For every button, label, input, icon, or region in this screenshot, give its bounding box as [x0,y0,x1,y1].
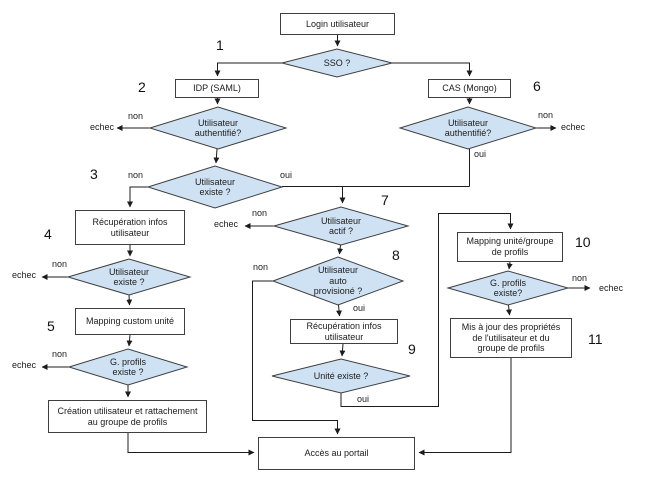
edge-auth-left-existe [213,148,220,164]
edge-label-non-gprofils10: non [572,273,588,283]
step-number-6: 6 [533,78,541,94]
edge-existe4-mapping [126,294,133,306]
edge-sso-idp [214,62,282,77]
edge-label-oui-unite: oui [357,394,370,404]
step-number-10: 10 [575,234,591,250]
step-number-7: 7 [381,192,389,208]
step-number-5: 5 [47,318,55,334]
decision-existe4-shape [66,258,192,296]
edge-label-non-gprofils5: non [52,349,68,359]
edge-existe3-non [127,186,148,208]
edge-label-echec-actif: echec [214,219,239,229]
decision-auth-right-shape [398,106,538,150]
node-recuperation-infos-left: Récupération infos utilisateur [75,210,185,245]
edge-unite-oui-mapping [340,213,514,407]
edge-label-echec-gprofils5: echec [12,360,37,370]
decision-gprofils10-shape [446,270,570,306]
edge-label-non-actif: non [252,208,268,218]
edge-mapping-gprofils5 [126,334,133,347]
step-number-8: 8 [392,247,400,263]
edge-recupmid-unite [339,343,346,357]
edge-label-oui-existe3: oui [280,170,293,180]
node-mapping-custom-unite: Mapping custom unité [75,308,185,335]
edge-label-non-auth-left: non [128,111,144,121]
step-number-1: 1 [216,37,224,53]
step-number-11: 11 [588,331,603,347]
step-number-3: 3 [90,166,98,182]
edge-label-oui-auth-right: oui [474,149,487,159]
node-recuperation-infos-mid: Récupération infos utilisateur [290,319,398,344]
edge-label-non-existe4: non [52,259,68,269]
edge-gprofils10-maj [505,304,512,316]
edge-label-non-existe3: non [128,170,144,180]
decision-sso-shape [281,48,393,78]
node-creation-utilisateur: Création utilisateur et rattachement au … [48,400,207,433]
edges-group [41,35,591,456]
edge-actif-autoprov [337,244,344,255]
decision-gprofils5-shape [67,348,189,386]
edge-label-non-autoprov: non [253,262,269,272]
node-maj-proprietes: Mis à jour des propriétés de l'utilisate… [450,318,572,358]
decision-actif-shape [272,206,410,246]
node-idp-saml: IDP (SAML) [175,79,259,98]
edge-autoprov-non-acces [252,280,341,435]
decision-shapes-group [66,48,570,394]
node-mapping-unite-groupe: Mapping unité/groupe de profils [457,232,563,262]
edge-label-echec-gprofils10: echec [599,283,624,293]
step-number-4: 4 [44,226,52,242]
decision-unite-shape [271,358,411,394]
edge-mappingunite-gprofils10 [506,261,513,270]
edge-label-non-auth-right: non [538,110,554,120]
step-number-2: 2 [138,79,146,95]
step-number-9: 9 [408,341,416,357]
decision-existe3-shape [146,165,284,209]
edge-autoprov-oui-recup [336,304,342,317]
edge-creation-acces [127,433,255,456]
node-cas-mongo: CAS (Mongo) [428,79,511,98]
edge-label-echec-auth-left: echec [90,122,115,132]
edge-label-echec-existe4: echec [12,270,37,280]
edge-maj-acces [418,358,512,456]
node-acces-portail: Accès au portail [258,437,415,470]
edge-label-oui-autoprov: oui [353,303,366,313]
decision-auth-left-shape [148,106,288,150]
edge-sso-cas [392,62,473,77]
node-login: Login utilisateur [280,13,395,35]
decision-autoprov-shape [271,256,405,306]
edge-label-echec-auth-right: echec [561,122,586,132]
